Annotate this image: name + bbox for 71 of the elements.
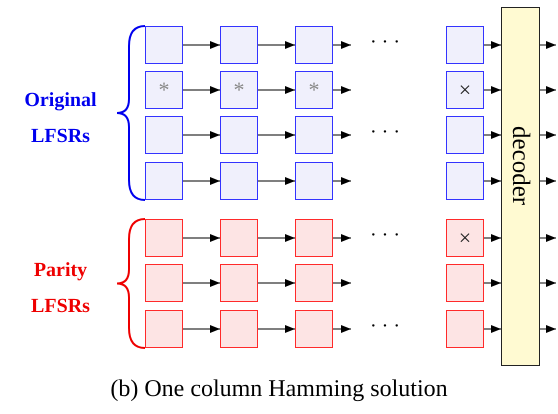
arrow [333, 177, 351, 185]
arrow [484, 279, 501, 287]
arrow [540, 131, 556, 139]
arrow [484, 86, 501, 94]
arrow [333, 86, 351, 94]
register-cell [220, 116, 258, 154]
arrow [333, 279, 351, 287]
arrow [183, 131, 220, 139]
arrow [258, 279, 295, 287]
register-cell [145, 26, 183, 64]
arrow [183, 234, 220, 242]
arrow [333, 234, 351, 242]
arrow [540, 279, 556, 287]
arrow [258, 131, 295, 139]
arrow [333, 131, 351, 139]
group-label: Original LFSRs [23, 88, 98, 149]
cell-mark: * [158, 79, 170, 101]
arrow [258, 86, 295, 94]
register-cell [295, 310, 333, 348]
register-cell [145, 264, 183, 302]
arrow [484, 234, 501, 242]
caption: (b) One column Hamming solution [109, 376, 449, 403]
arrow [183, 279, 220, 287]
ellipsis: · · · [370, 223, 401, 247]
register-cell [220, 310, 258, 348]
arrow [484, 131, 501, 139]
group-label: Parity LFSRs [30, 258, 91, 319]
ellipsis: · · · [370, 120, 401, 144]
cell-mark: * [308, 79, 320, 101]
register-cell [145, 310, 183, 348]
ellipsis: · · · [370, 30, 401, 54]
arrow [183, 177, 220, 185]
register-cell [295, 264, 333, 302]
ellipsis: · · · [370, 314, 401, 338]
arrow [333, 41, 351, 49]
register-cell [220, 162, 258, 200]
block-label: decoder [508, 126, 533, 206]
arrow [540, 41, 556, 49]
register-cell [446, 116, 484, 154]
register-cell [145, 219, 183, 257]
arrow [183, 86, 220, 94]
register-cell [295, 162, 333, 200]
arrow [540, 325, 556, 333]
register-cell [446, 162, 484, 200]
arrow [484, 325, 501, 333]
arrow [258, 177, 295, 185]
register-cell [220, 26, 258, 64]
arrow [258, 325, 295, 333]
arrow [540, 86, 556, 94]
cell-mark: × [458, 79, 472, 101]
arrow [484, 41, 501, 49]
register-cell [145, 116, 183, 154]
arrow [333, 325, 351, 333]
arrow [540, 177, 556, 185]
arrow [484, 177, 501, 185]
register-cell [145, 162, 183, 200]
cell-mark: × [458, 227, 472, 249]
cell-mark: * [234, 79, 244, 101]
register-cell [446, 26, 484, 64]
arrow [183, 41, 220, 49]
arrow [258, 41, 295, 49]
register-cell [295, 26, 333, 64]
arrow [258, 234, 295, 242]
register-cell [446, 264, 484, 302]
register-cell [220, 264, 258, 302]
arrow [540, 234, 556, 242]
arrow [183, 325, 220, 333]
register-cell [295, 116, 333, 154]
register-cell [446, 310, 484, 348]
register-cell [220, 219, 258, 257]
register-cell [295, 219, 333, 257]
